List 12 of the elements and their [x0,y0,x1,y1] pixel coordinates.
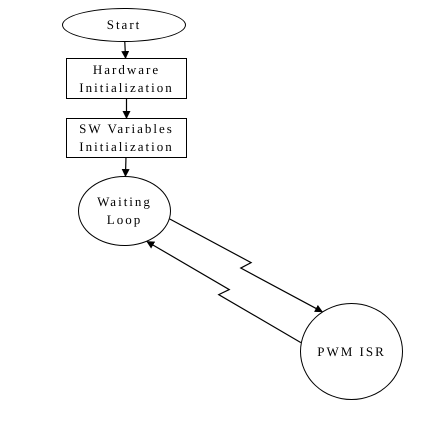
arrow [122,158,130,177]
node-label: SW Variables Initialization [78,120,175,156]
node-label: Waiting Loop [96,193,153,229]
arrow [122,99,130,119]
node-label: Start [106,16,142,34]
process-box [66,118,187,158]
arrow [146,241,302,344]
process-box [66,58,187,99]
arrow [121,42,130,59]
node-label: PWM ISR [317,342,386,360]
node-label: Hardware Initialization [78,60,175,96]
arrow [170,218,323,312]
